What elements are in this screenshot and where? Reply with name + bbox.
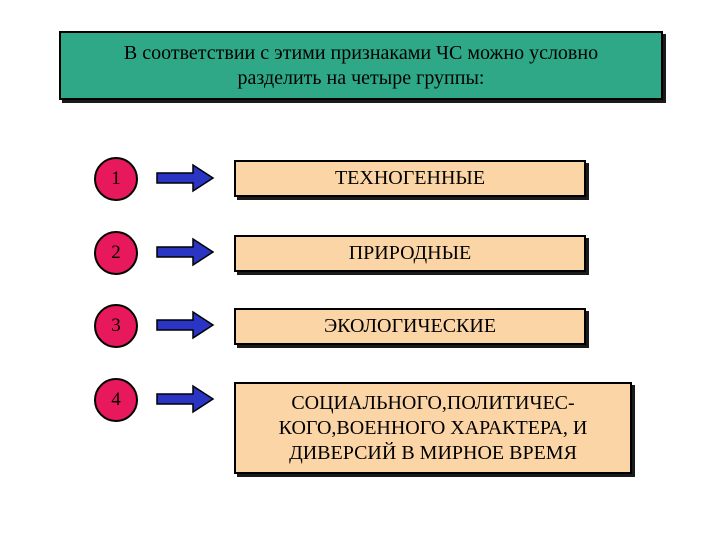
arrow-icon-2 [156,237,215,267]
group-box-3: ЭКОЛОГИЧЕСКИЕ [234,308,586,345]
group-4-line-2: КОГО,ВОЕННОГО ХАРАКТЕРА, И [278,416,588,439]
title-box: В соответствии с этими признаками ЧС мож… [59,31,663,100]
group-1-line-1: ТЕХНОГЕННЫЕ [334,167,486,189]
number-circle-1: 1 [94,157,138,201]
arrow-icon-3 [156,310,215,340]
group-box-4: СОЦИАЛЬНОГО,ПОЛИТИЧЕС- КОГО,ВОЕННОГО ХАР… [234,382,632,474]
group-2-line-1: ПРИРОДНЫЕ [348,242,472,264]
number-label-3: 3 [111,315,121,336]
group-box-2: ПРИРОДНЫЕ [234,235,586,272]
number-label-2: 2 [111,242,121,263]
number-circle-3: 3 [94,304,138,348]
number-circle-2: 2 [94,231,138,275]
group-3-line-1: ЭКОЛОГИЧЕСКИЕ [323,315,497,337]
arrow-icon-4 [156,384,215,414]
number-circle-4: 4 [94,378,138,422]
number-label-4: 4 [111,389,121,410]
title-line-2: разделить на четыре группы: [237,66,485,89]
group-4-line-3: ДИВЕРСИЙ В МИРНОЕ ВРЕМЯ [289,441,577,464]
arrow-icon-1 [156,163,215,193]
group-box-1: ТЕХНОГЕННЫЕ [234,160,586,197]
number-label-1: 1 [111,168,121,189]
title-line-1: В соответствии с этими признаками ЧС мож… [123,41,599,64]
group-4-line-1: СОЦИАЛЬНОГО,ПОЛИТИЧЕС- [291,391,575,414]
